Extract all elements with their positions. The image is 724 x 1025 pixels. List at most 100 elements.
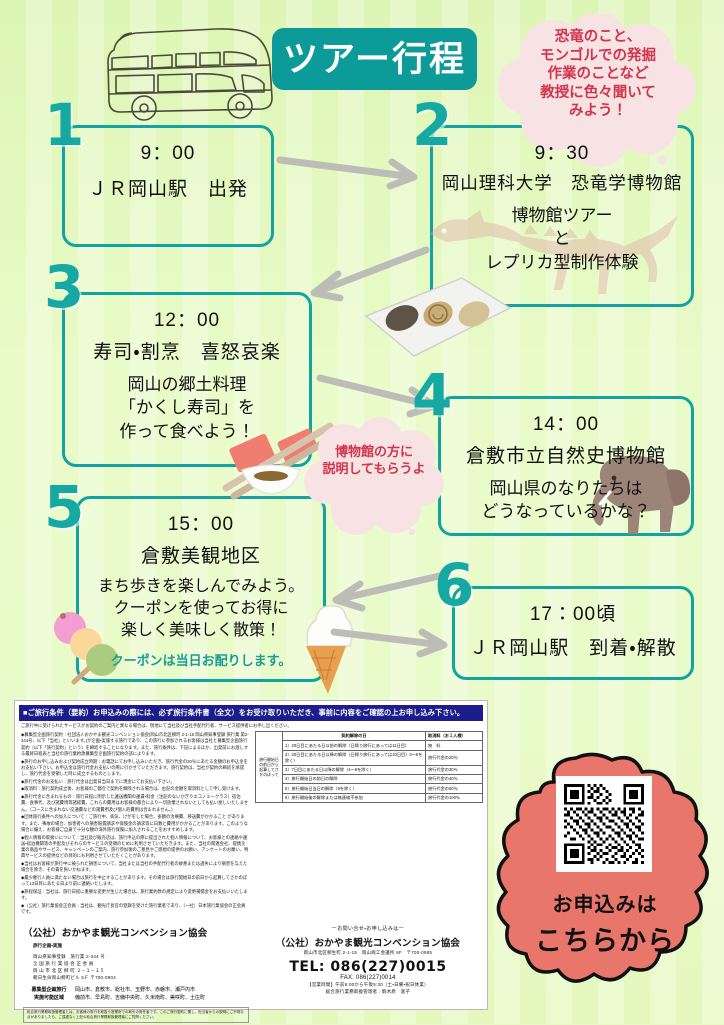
inquiry-block: ーお問い合せ・お申し込みはー （公社）おかやま観光コンベンション協会 岡山市北区… [253,923,483,1025]
arrow-step5-to-step6 [330,628,448,658]
step-box-3: 12：00 寿司・割烹 喜怒哀楽 岡山の郷土料理 「かくし寿司」を 作って食べよ… [62,292,312,467]
cancellation-row-label: 旅行開始日の前日から起算してさかのぼって [255,730,283,804]
terms-clause: ◆取消料：旅行契約成立後、お客様のご都合で契約を解除される場合は、右記の金額を取… [21,786,243,792]
travel-conditions-panel: ■ご旅行条件（要約）お申込みの際には、必ず旅行条件書（全文）をお受け取りいただき… [14,700,488,1024]
organizer-name: （公社）おかやま観光コンベンション協会 [23,927,208,939]
step-5-heading: 倉敷美観地区 [140,546,261,567]
step-1-time: 9：00 [140,143,196,164]
step-3-time: 12：00 [153,310,221,331]
cancellation-period: 5）旅行開始日当日の解除（6を除く） [282,783,426,794]
step-6-heading: ＪＲ岡山駅 到着・解散 [469,638,677,659]
service-area-label: 募集型企画旅行 実施可能区域 [31,986,67,1002]
cancellation-period: 2）20日目にあたる日以降の解除（日帰り旅行にあっては10日目）3～6を除く） [282,749,426,766]
step-number-6: 6 [434,551,475,619]
dango-icon [54,612,118,685]
step-number-4: 4 [412,361,453,429]
terms-clause: ◆最少催行人員に満たない場合は旅行を中止することがあります。その場合は旅行開始日… [21,874,248,887]
qr-code-icon[interactable] [556,776,652,872]
arrow-step4-to-step5 [332,570,452,612]
cancellation-fee: 旅行代金の20％ [425,749,483,766]
arrow-step1-to-step2 [276,156,418,190]
inquiry-org: （公社）おかやま観光コンベンション協会 [275,937,461,949]
inquiry-hours: 【営業時間】午前9:00から午後5:30（土・日曜・祝日休業） [307,981,429,987]
terms-clause: ◆旅行代金のお支払い：旅行代金は出発日当日までに現金にてお支払い下さい。 [21,778,175,784]
step-1-heading: ＪＲ岡山駅 出発 [87,179,248,200]
thought-bubble-museum [304,417,444,536]
cancellation-period: 1）20日目にあたる日以前の解除（日帰り旅行にあっては11日目） [282,740,426,751]
terms-clause: ◆個人情報の取扱いについて：当社及び販売店は、旅行申込の際に提出された個人情報に… [21,834,249,859]
step-2-time: 9：30 [534,143,590,164]
terms-heading: ■ご旅行条件（要約）お申込みの際には、必ず旅行条件書（全文）をお受け取りいただき… [19,705,483,721]
table-row: 1）20日目にあたる日以前の解除（日帰り旅行にあっては11日目） 無 料 [256,740,483,751]
inquiry-fax: FAX: 086(227)0014 [340,974,396,981]
organizer-block: （公社）おかやま観光コンベンション協会 旅行企画・実施 岡山県知事登録 旅行業 … [19,923,253,1025]
step-5-time: 15：00 [167,514,235,535]
organizer-detail: 岡 山 市 北 区 柳 町 ２－１－１５ [33,967,105,973]
cancellation-fee: 旅行代金の100％ [425,792,483,804]
organizer-detail: 全 国 旅 行 業 協 会 正 会 員 [33,960,94,966]
step-3-heading: 寿司・割烹 喜怒哀楽 [93,342,281,363]
step-2-heading: 岡山理科大学 恐竜学博物館 [441,173,683,193]
organizer-role: 旅行企画・実施 [33,942,63,948]
thought-bubble-museum-text: 博物館の方に 説明してもらうよ [322,444,426,476]
arrow-step2-to-step3 [310,246,430,302]
dinosaur-skeleton-icon [430,210,678,294]
step-5-coupon-note: クーポンは当日お配りします。 [110,653,292,669]
table-row: 4）旅行開始日の前日の解除 旅行代金の40％ [256,773,483,785]
terms-clause: ◆旅程保証：当社は、旅行日程に重要な変更が生じた場合は、旅行業約款の規定により変… [21,888,248,900]
cancellation-fee: 旅行代金の40％ [425,773,483,785]
step-4-sub: 岡山県のなりたちは どうなっているかな？ [481,479,651,522]
step-box-2: 9：30 岡山理科大学 恐竜学博物館 博物館ツアー と レプリカ型制作体験 [430,125,694,307]
inquiry-manager: 総合旅行業務取扱管理者：駒木原 富子 [325,988,411,994]
step-number-2: 2 [412,91,453,159]
step-box-6: 17：00頃 ＪＲ岡山駅 到着・解散 [452,586,694,680]
qr-caption-line1: お申込みは [552,894,658,916]
page-title: ツアー行程 [272,28,477,90]
cancellation-fee-table: 旅行開始日の前日から起算してさかのぼって 契約解除の日 取消料（お１人様） 1）… [255,730,483,804]
fossil-specimen-tray-icon [364,277,512,357]
organizer-detail: 朝日生命岡山柳町ビル 5Ｆ 〒700-0904 [33,974,117,980]
table-row: 3）7日目にあたる日以降の解除（4～6を除く） 旅行代金の30％ [256,764,483,776]
step-number-5: 5 [44,473,85,541]
qr-caption: お申込みは こちらから [510,888,700,958]
cancellation-fee: 旅行代金の30％ [425,764,483,776]
step-box-1: 9：00 ＪＲ岡山駅 出発 [62,125,274,247]
cancellation-period: 6）旅行開始後の解除または無連絡不参加 [282,792,426,804]
thought-bubble-dinosaur [498,14,696,167]
terms-clause: ◆（公社）旅行業協会正会員：当社は、観光庁長官の登録を受けた旅行業者であり、（一… [21,902,246,914]
step-box-5: 15：00 倉敷美観地区 まち歩きを楽しんでみよう。 クーポンを使ってお得に 楽… [76,496,326,682]
step-3-sub: 岡山の郷土料理 「かくし寿司」を 作って食べよう！ [119,375,255,441]
inquiry-telephone[interactable]: TEL: 086(227)0015 [289,958,447,975]
table-row: 5）旅行開始日当日の解除（6を除く） 旅行代金の50％ [256,783,483,794]
table-row: 2）20日目にあたる日以降の解除（日帰り旅行にあっては10日目）3～6を除く） … [256,749,483,766]
cancellation-col-fee: 取消料（お１人様） [425,730,483,742]
tour-bus-icon [107,28,273,121]
cancellation-period: 3）7日目にあたる日以降の解除（4～6を除く） [282,764,426,776]
cancellation-fee: 無 料 [425,740,483,751]
qr-caption-line2: こちらから [535,926,675,956]
step-number-1: 1 [44,91,85,159]
terms-clause: ◆団体旅行条件への加入について：ご旅行中、病気、けがをした場合、多額の治療費、移… [21,814,248,832]
terms-intro: ご旅行中に受けられたサービスがお契約のご案内と異なる場合は、現地にて当社及び当社… [21,722,292,728]
cancellation-period: 4）旅行開始日の前日の解除 [282,773,426,785]
cancellation-col-period: 契約解除の日 [282,730,426,742]
step-number-3: 3 [44,253,85,321]
step-4-time: 14：00 [532,414,600,435]
table-row: 6）旅行開始後の解除または無連絡不参加 旅行代金の100％ [256,792,483,804]
service-area-value: 岡山市、倉敷市、総社市、玉野市、赤磐市、瀬戸内市 備前市、早島町、吉備中央町、久… [75,986,206,1002]
step-4-heading: 倉敷市立自然史博物館 [465,446,666,467]
manager-disclaimer: 総合旅行業務取扱管理者とは、お客様の旅行を取扱う営業所での取引の責任者です。この… [23,1006,249,1024]
step-5-sub: まち歩きを楽しんでみよう。 クーポンを使ってお得に 楽しく美味しく散策！ [97,578,305,640]
elephant-icon [592,455,691,534]
inquiry-lead: ーお問い合せ・お申し込みはー [331,925,405,932]
cancellation-fee: 旅行代金の50％ [425,783,483,794]
terms-clause: ◆旅行代金に含まれるもの：旅行日程に明示した運送機関の運賃・料金（注記のないかぎ… [21,794,249,812]
thought-bubble-dinosaur-text: 恐竜のこと、 モンゴルでの発掘 作業のことなど 教授に色々聞いて みよう！ [540,29,656,120]
step-box-4: 14：00 倉敷市立自然史博物館 岡山県のなりたちは どうなっているかな？ [438,396,694,536]
step-6-time: 17：00頃 [529,604,617,625]
page-title-text: ツアー行程 [283,39,466,79]
cancellation-fee-column: 旅行開始日の前日から起算してさかのぼって 契約解除の日 取消料（お１人様） 1）… [255,730,483,917]
terms-clause: ◆当社はお客様が旅行中に被られた損害について、当社または当社の手配代行者の故意ま… [21,860,248,873]
terms-clause-column: ◆募集型企画旅行契約：社団法人おかやま観光コンベンション協会(岡山市北区柳町 2… [19,731,251,917]
